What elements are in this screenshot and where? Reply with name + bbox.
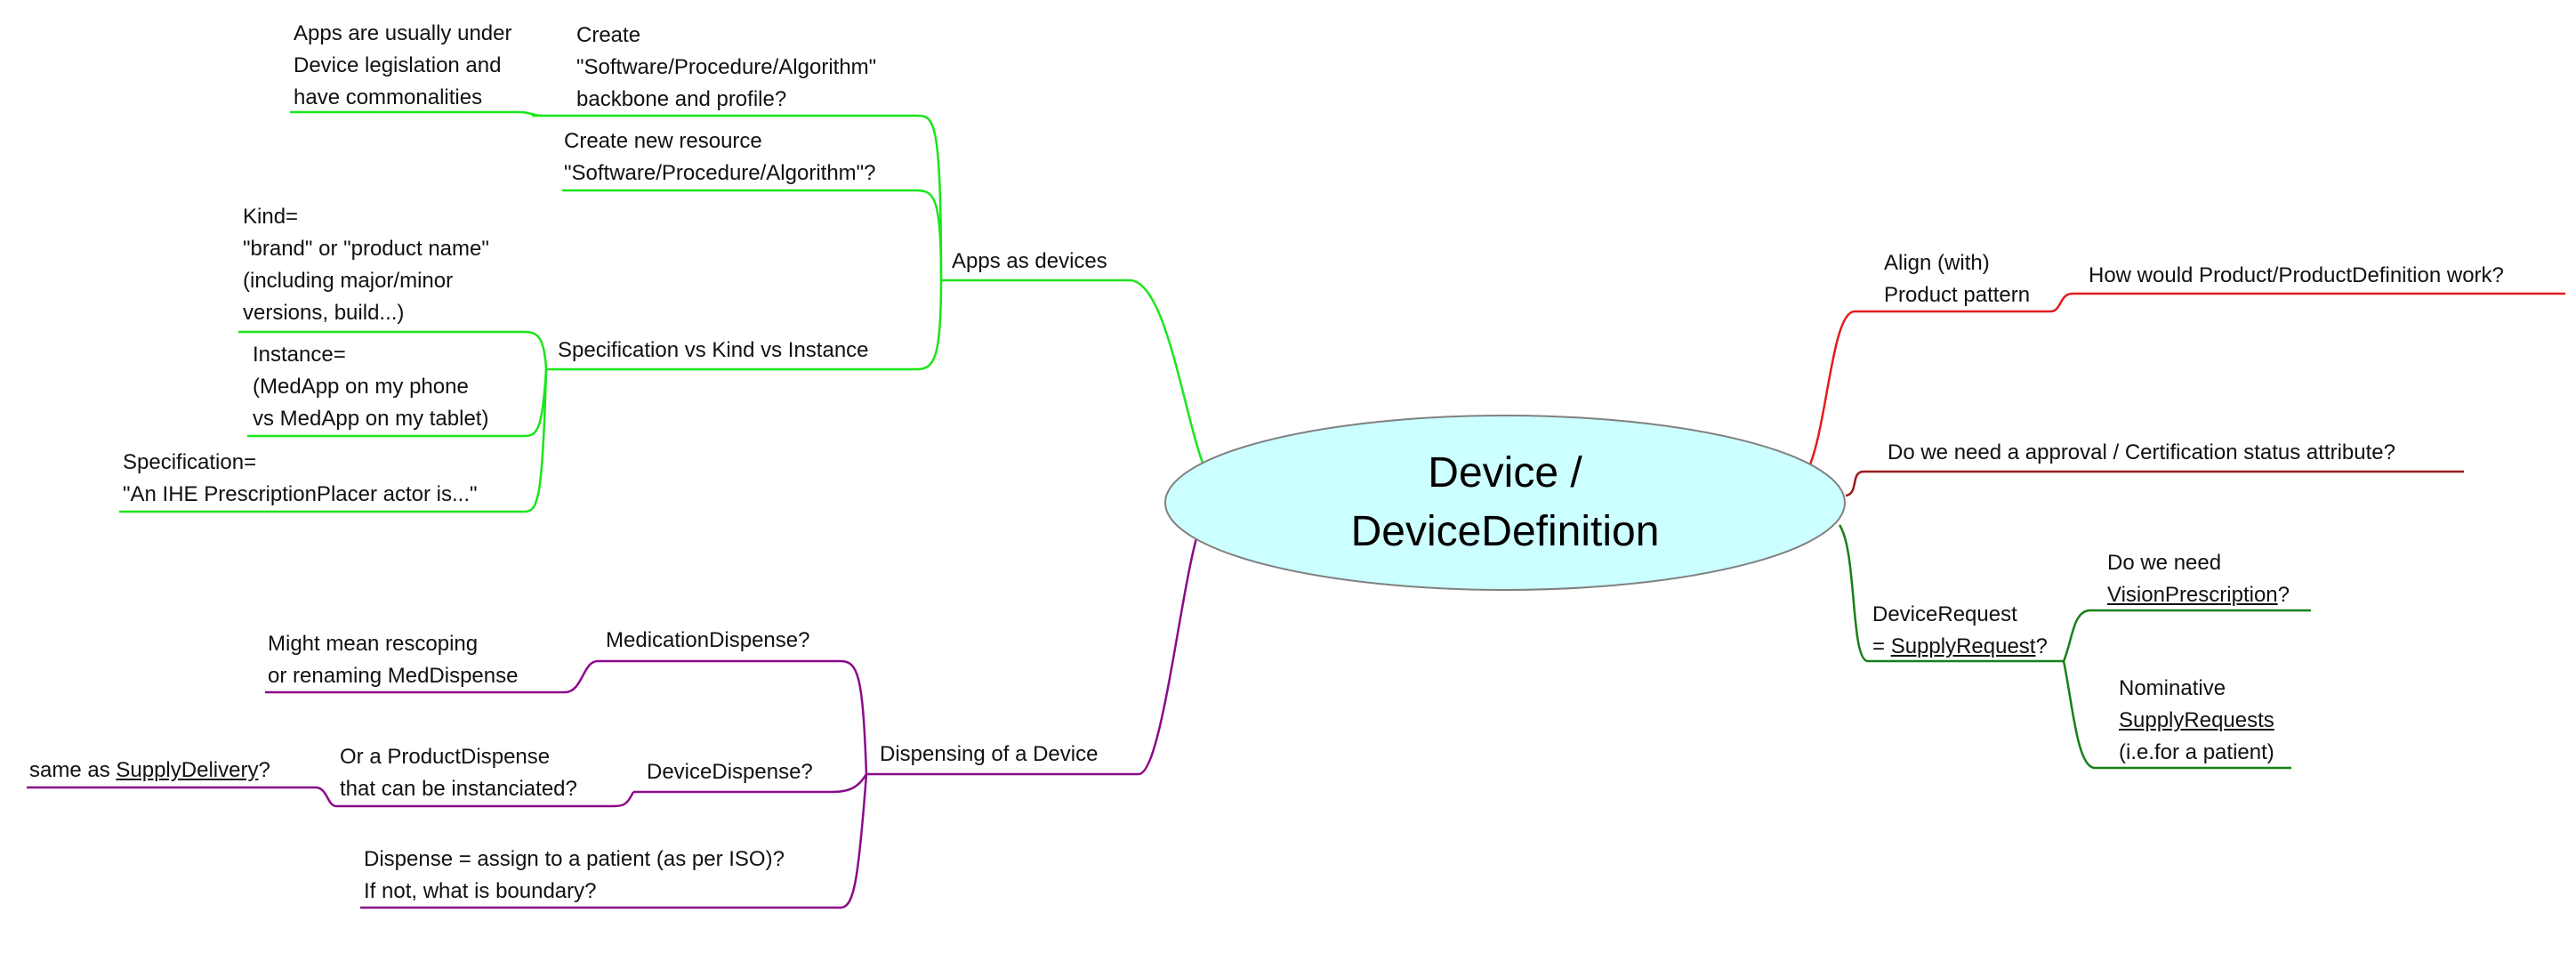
- connector-medication-dispense: [598, 659, 868, 775]
- node-label: Do we need a approval / Certification st…: [1888, 440, 2395, 464]
- node-line: Create new resource: [564, 129, 762, 153]
- node-create-resource[interactable]: Create new resource "Software/Procedure/…: [564, 125, 876, 190]
- node-text: same as: [29, 758, 117, 782]
- node-line: (MedApp on my phone: [253, 375, 469, 399]
- node-apps-as-devices[interactable]: Apps as devices: [952, 246, 1107, 278]
- connector-align: [1808, 310, 2050, 465]
- node-line: Specification=: [123, 450, 257, 474]
- connector-create-backbone: [532, 114, 943, 281]
- node-label: Specification vs Kind vs Instance: [558, 338, 869, 362]
- connector-apps-as-devices: [941, 279, 1204, 464]
- node-text: ?: [2277, 583, 2290, 607]
- connector-assign: [360, 773, 868, 909]
- node-line: Dispense = assign to a patient (as per I…: [364, 847, 785, 871]
- supply-requests-link[interactable]: SupplyRequests: [2119, 708, 2274, 732]
- node-line: = SupplyRequest?: [1872, 631, 2048, 663]
- node-create-backbone[interactable]: Create "Software/Procedure/Algorithm" ba…: [576, 20, 876, 116]
- connector-dispensing: [866, 537, 1198, 776]
- connector-device-dispense: [633, 773, 868, 794]
- node-dispensing[interactable]: Dispensing of a Device: [880, 739, 1098, 771]
- connector-product-question: [2049, 292, 2565, 313]
- node-same-as-supply-delivery[interactable]: same as SupplyDelivery?: [29, 755, 270, 787]
- node-line: (i.e.for a patient): [2119, 740, 2274, 764]
- connector-rescoping: [265, 659, 599, 694]
- node-text: ?: [258, 758, 270, 782]
- node-label: MedicationDispense?: [606, 628, 810, 652]
- node-line: (including major/minor: [243, 269, 454, 293]
- node-vision-prescription[interactable]: Do we need VisionPrescription?: [2107, 547, 2290, 611]
- node-instance[interactable]: Instance= (MedApp on my phone vs MedApp …: [253, 339, 488, 435]
- connector-approval: [1845, 470, 2464, 497]
- node-line: Product pattern: [1884, 283, 2031, 307]
- node-device-dispense[interactable]: DeviceDispense?: [647, 756, 813, 788]
- node-line: Kind=: [243, 205, 299, 229]
- connector-legislation: [290, 110, 543, 117]
- node-text: =: [1872, 634, 1891, 658]
- node-line: vs MedApp on my tablet): [253, 407, 489, 431]
- connector-vision: [2062, 609, 2311, 662]
- node-rescoping[interactable]: Might mean rescoping or renaming MedDisp…: [268, 628, 518, 692]
- connector-create-resource: [562, 189, 943, 281]
- central-topic-line-1: Device /: [1428, 449, 1582, 497]
- node-label: DeviceDispense?: [647, 760, 813, 784]
- node-text: ?: [2035, 634, 2048, 658]
- node-line: "An IHE PrescriptionPlacer actor is...": [123, 482, 478, 506]
- node-line: "brand" or "product name": [243, 237, 489, 261]
- connector-product-dispense: [336, 791, 635, 808]
- node-product-dispense[interactable]: Or a ProductDispense that can be instanc…: [340, 741, 577, 805]
- node-spec-kind-instance[interactable]: Specification vs Kind vs Instance: [558, 335, 869, 367]
- central-topic-line-2: DeviceDefinition: [1350, 508, 1660, 555]
- node-line: Nominative: [2119, 676, 2226, 700]
- vision-prescription-link[interactable]: VisionPrescription: [2107, 583, 2278, 607]
- connector-spec-kind-instance: [546, 279, 943, 371]
- node-line: have commonalities: [294, 85, 483, 109]
- node-line: or renaming MedDispense: [268, 664, 519, 688]
- node-line: Or a ProductDispense: [340, 745, 551, 769]
- node-product-question[interactable]: How would Product/ProductDefinition work…: [2089, 260, 2504, 292]
- connector-specification: [119, 368, 548, 513]
- node-line: Device legislation and: [294, 53, 502, 77]
- node-kind[interactable]: Kind= "brand" or "product name" (includi…: [243, 201, 489, 329]
- node-label: How would Product/ProductDefinition work…: [2089, 263, 2504, 287]
- node-legislation[interactable]: Apps are usually under Device legislatio…: [294, 18, 511, 114]
- node-align[interactable]: Align (with) Product pattern: [1884, 247, 2030, 311]
- connector-same-as: [27, 786, 337, 808]
- node-line: backbone and profile?: [576, 87, 787, 111]
- node-line: Apps are usually under: [294, 21, 512, 45]
- node-assign[interactable]: Dispense = assign to a patient (as per I…: [364, 844, 785, 908]
- node-line: Do we need: [2107, 551, 2222, 575]
- connector-kind: [238, 330, 548, 370]
- node-label: Apps as devices: [952, 249, 1107, 273]
- connector-nominative: [2062, 660, 2291, 770]
- central-topic[interactable]: Device / DeviceDefinition: [1283, 444, 1727, 561]
- node-specification[interactable]: Specification= "An IHE PrescriptionPlace…: [123, 447, 478, 511]
- node-nominative[interactable]: Nominative SupplyRequests (i.e.for a pat…: [2119, 673, 2274, 769]
- node-line: VisionPrescription?: [2107, 579, 2290, 611]
- node-line: "Software/Procedure/Algorithm": [576, 55, 877, 79]
- node-line: Instance=: [253, 343, 346, 367]
- supply-delivery-link[interactable]: SupplyDelivery: [116, 758, 259, 782]
- node-line: Align (with): [1884, 251, 1990, 275]
- node-line: "Software/Procedure/Algorithm"?: [564, 161, 876, 185]
- node-line: that can be instanciated?: [340, 777, 577, 801]
- node-label: Dispensing of a Device: [880, 742, 1099, 766]
- node-line: Create: [576, 23, 641, 47]
- node-line: DeviceRequest: [1872, 602, 2017, 626]
- node-medication-dispense[interactable]: MedicationDispense?: [606, 625, 809, 657]
- connector-device-request: [1838, 524, 2064, 663]
- node-device-request[interactable]: DeviceRequest = SupplyRequest?: [1872, 599, 2048, 663]
- node-line: Might mean rescoping: [268, 632, 479, 656]
- node-line: If not, what is boundary?: [364, 879, 597, 903]
- node-approval[interactable]: Do we need a approval / Certification st…: [1888, 437, 2395, 469]
- supply-request-link[interactable]: SupplyRequest: [1890, 634, 2036, 658]
- node-line: versions, build...): [243, 301, 405, 325]
- central-topic-ellipse: [1164, 415, 1846, 591]
